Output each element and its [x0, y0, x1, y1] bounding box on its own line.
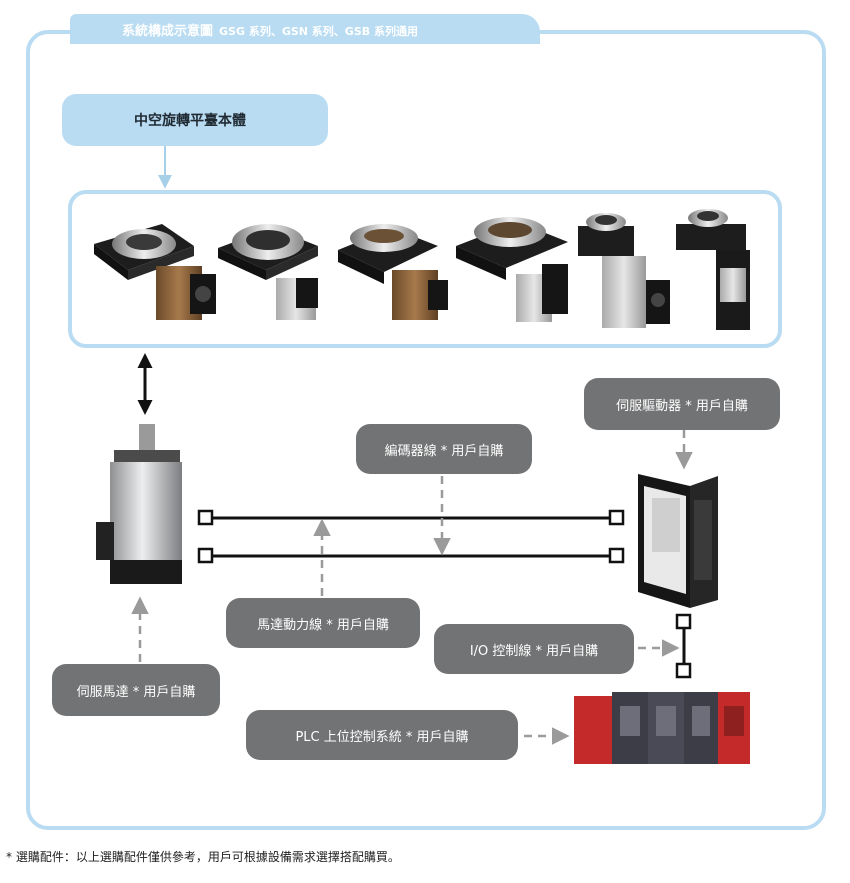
rotary-table-body-label: 中空旋轉平臺本體	[62, 94, 328, 146]
servo-driver-label: 伺服驅動器 * 用戶自購	[584, 378, 780, 430]
diagram-title: 系統構成示意圖	[122, 24, 214, 39]
rotary-table-unit-1	[94, 224, 216, 320]
footer-note: * 選購配件：以上選購配件僅供參考，用戶可根據設備需求選擇搭配購買。	[6, 850, 400, 864]
servo-motor-illustration	[96, 424, 182, 584]
servo-motor-label: 伺服馬達 * 用戶自購	[52, 664, 220, 716]
rotary-table-unit-4	[456, 217, 568, 322]
plc-illustration	[574, 692, 750, 764]
product-lineup-box	[68, 190, 782, 348]
rotary-table-unit-2	[218, 224, 318, 320]
motor-power-cable-label: 馬達動力線 * 用戶自購	[226, 598, 420, 648]
io-control-cable-label: I/O 控制線 * 用戶自購	[434, 624, 634, 674]
rotary-table-unit-3	[338, 224, 448, 320]
cable-lines	[197, 509, 625, 564]
io-cable-connector	[675, 613, 692, 679]
plc-control-system-label: PLC 上位控制系統 * 用戶自購	[246, 710, 518, 760]
label-arrows	[131, 430, 693, 745]
rotary-table-unit-5	[578, 213, 670, 328]
encoder-cable-label: 編碼器線 * 用戶自購	[356, 424, 532, 474]
diagram-subtitle: GSG 系列、GSN 系列、GSB 系列通用	[219, 25, 418, 38]
servo-driver-illustration	[638, 474, 718, 608]
rotary-table-unit-6	[676, 209, 750, 330]
diagram-title-tab: 系統構成示意圖 GSG 系列、GSN 系列、GSB 系列通用	[70, 14, 540, 44]
rotary-table-body-text: 中空旋轉平臺本體	[134, 113, 246, 129]
product-lineup-illustration	[94, 209, 750, 330]
